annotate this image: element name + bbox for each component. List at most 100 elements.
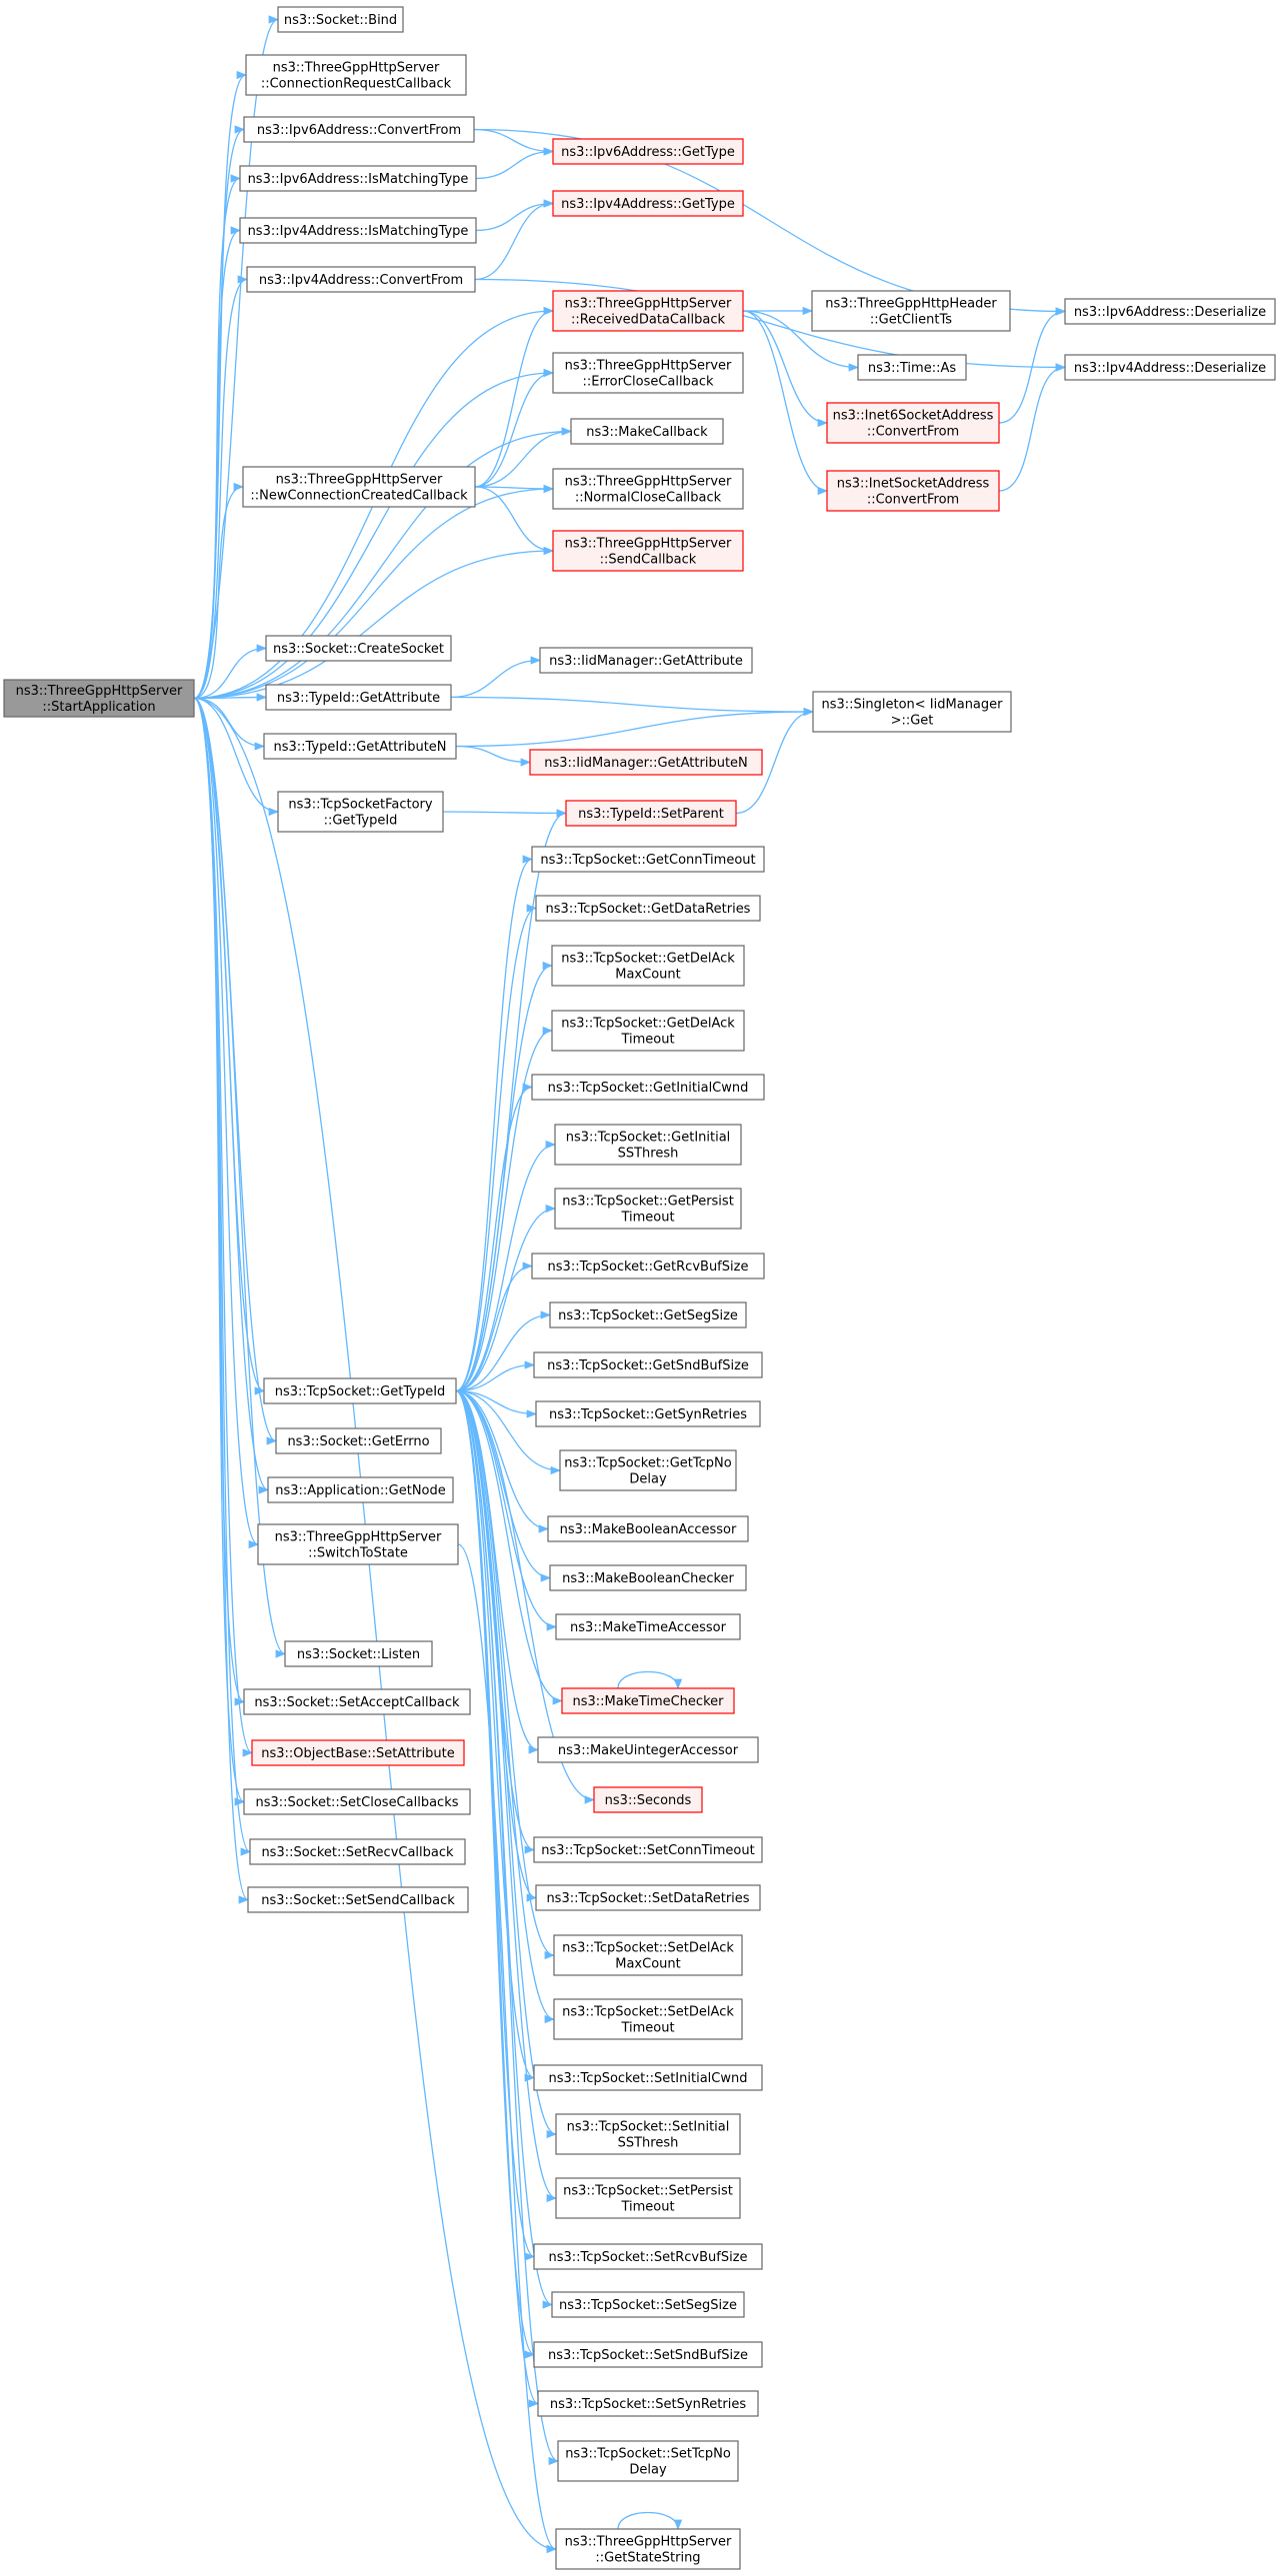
node-get-dataretries[interactable]: ns3::TcpSocket::GetDataRetries bbox=[535, 895, 761, 922]
node-set-rcvbufsize[interactable]: ns3::TcpSocket::SetRcvBufSize bbox=[533, 2243, 763, 2270]
node-label: ns3::Ipv4Address::Deserialize bbox=[1074, 361, 1266, 376]
edge-newconn-to-normclose bbox=[474, 484, 555, 494]
node-box bbox=[239, 165, 477, 192]
node-maketimechecker[interactable]: ns3::MakeTimeChecker bbox=[561, 1687, 735, 1714]
node-root[interactable]: ns3::ThreeGppHttpServer::StartApplicatio… bbox=[3, 679, 195, 718]
node-typeid-getattr[interactable]: ns3::TypeId::GetAttribute bbox=[265, 684, 452, 711]
node-label: SSThresh bbox=[618, 2136, 679, 2151]
edge-tcpfactory-gettypeid-to-setparent bbox=[442, 809, 568, 818]
node-recvdata[interactable]: ns3::ThreeGppHttpServer::ReceivedDataCal… bbox=[552, 290, 744, 332]
node-socket-geterrno[interactable]: ns3::Socket::GetErrno bbox=[275, 1427, 442, 1454]
node-ipv6-gettype[interactable]: ns3::Ipv6Address::GetType bbox=[552, 138, 744, 165]
node-set-dataretries[interactable]: ns3::TcpSocket::SetDataRetries bbox=[535, 1884, 761, 1911]
node-ipv6-convertfrom[interactable]: ns3::Ipv6Address::ConvertFrom bbox=[243, 116, 475, 143]
node-set-conntimeout[interactable]: ns3::TcpSocket::SetConnTimeout bbox=[533, 1836, 763, 1863]
node-set-initialcwnd[interactable]: ns3::TcpSocket::SetInitialCwnd bbox=[533, 2064, 763, 2091]
node-setacceptcb[interactable]: ns3::Socket::SetAcceptCallback bbox=[243, 1688, 471, 1715]
node-setclosecbs[interactable]: ns3::Socket::SetCloseCallbacks bbox=[243, 1788, 471, 1815]
node-tcpfactory-gettypeid[interactable]: ns3::TcpSocketFactory::GetTypeId bbox=[277, 791, 444, 833]
node-get-conntimeout[interactable]: ns3::TcpSocket::GetConnTimeout bbox=[531, 846, 765, 873]
node-makeuintaccessor[interactable]: ns3::MakeUintegerAccessor bbox=[537, 1736, 759, 1763]
edge-root-to-createsocket bbox=[193, 644, 268, 700]
node-errclose[interactable]: ns3::ThreeGppHttpServer::ErrorCloseCallb… bbox=[552, 352, 744, 394]
node-label: ns3::MakeUintegerAccessor bbox=[558, 1743, 739, 1758]
node-label: ns3::Socket::GetErrno bbox=[287, 1434, 429, 1449]
edge-tcp-gettypeid-to-maketimechecker bbox=[455, 1389, 564, 1705]
node-seconds[interactable]: ns3::Seconds bbox=[593, 1786, 703, 1813]
node-box bbox=[557, 2440, 739, 2482]
node-label: ns3::TcpSocket::SetDelAck bbox=[562, 2005, 734, 2020]
node-makeboolaccessor[interactable]: ns3::MakeBooleanAccessor bbox=[547, 1515, 749, 1542]
edge-tcp-gettypeid-to-set-delacktimeout bbox=[455, 1389, 556, 2024]
node-getstatestring[interactable]: ns3::ThreeGppHttpServer::GetStateString bbox=[555, 2528, 741, 2570]
node-iid-getattrn[interactable]: ns3::IidManager::GetAttributeN bbox=[529, 749, 763, 776]
node-label: ns3::TcpSocket::GetSndBufSize bbox=[547, 1358, 749, 1373]
node-box bbox=[551, 2291, 745, 2318]
node-box bbox=[549, 1564, 747, 1591]
node-box bbox=[552, 138, 744, 165]
node-label: MaxCount bbox=[615, 968, 680, 983]
node-time-as[interactable]: ns3::Time::As bbox=[857, 354, 967, 381]
node-objbase-setattr[interactable]: ns3::ObjectBase::SetAttribute bbox=[251, 1739, 465, 1766]
node-ipv4-ismatching[interactable]: ns3::Ipv4Address::IsMatchingType bbox=[239, 217, 477, 244]
edge-recvdata-to-inet-convertfrom bbox=[742, 310, 829, 496]
node-get-initialcwnd[interactable]: ns3::TcpSocket::GetInitialCwnd bbox=[531, 1074, 765, 1101]
node-normclose[interactable]: ns3::ThreeGppHttpServer::NormalCloseCall… bbox=[552, 468, 744, 510]
node-sendcb[interactable]: ns3::ThreeGppHttpServer::SendCallback bbox=[552, 530, 744, 572]
node-ipv4-gettype[interactable]: ns3::Ipv4Address::GetType bbox=[552, 190, 744, 217]
node-switchtostate[interactable]: ns3::ThreeGppHttpServer::SwitchToState bbox=[257, 1523, 459, 1565]
node-ipv6-deserialize[interactable]: ns3::Ipv6Address::Deserialize bbox=[1064, 298, 1276, 325]
node-inet-convertfrom[interactable]: ns3::InetSocketAddress::ConvertFrom bbox=[826, 470, 1000, 512]
node-set-synretries[interactable]: ns3::TcpSocket::SetSynRetries bbox=[537, 2390, 759, 2417]
node-getclientts[interactable]: ns3::ThreeGppHttpHeader::GetClientTs bbox=[811, 290, 1011, 332]
node-label: ns3::TcpSocket::GetPersist bbox=[562, 1195, 734, 1210]
node-makeboolchecker[interactable]: ns3::MakeBooleanChecker bbox=[549, 1564, 747, 1591]
node-singleton-get[interactable]: ns3::Singleton< IidManager >::Get bbox=[812, 691, 1012, 733]
node-ipv4-convertfrom[interactable]: ns3::Ipv4Address::ConvertFrom bbox=[246, 266, 476, 293]
node-label: ns3::ThreeGppHttpServer bbox=[276, 473, 443, 488]
node-socket-bind[interactable]: ns3::Socket::Bind bbox=[277, 6, 404, 33]
node-setparent[interactable]: ns3::TypeId::SetParent bbox=[565, 800, 737, 827]
node-label: ::ConnectionRequestCallback bbox=[261, 77, 452, 92]
node-inet6-convertfrom[interactable]: ns3::Inet6SocketAddress::ConvertFrom bbox=[826, 402, 1000, 444]
node-get-segsize[interactable]: ns3::TcpSocket::GetSegSize bbox=[549, 1301, 747, 1328]
node-createsocket[interactable]: ns3::Socket::CreateSocket bbox=[265, 635, 452, 662]
edge-root-to-socket-listen bbox=[193, 697, 287, 1658]
node-iid-getattr[interactable]: ns3::IidManager::GetAttribute bbox=[539, 647, 753, 674]
node-ipv6-ismatching[interactable]: ns3::Ipv6Address::IsMatchingType bbox=[239, 165, 477, 192]
node-label: ns3::TcpSocket::SetPersist bbox=[563, 2184, 733, 2199]
node-set-sndbufsize[interactable]: ns3::TcpSocket::SetSndBufSize bbox=[533, 2341, 763, 2368]
node-label: ns3::Socket::SetRecvCallback bbox=[261, 1845, 454, 1860]
node-maketimeaccessor[interactable]: ns3::MakeTimeAccessor bbox=[555, 1613, 741, 1640]
node-setsendcb[interactable]: ns3::Socket::SetSendCallback bbox=[247, 1886, 469, 1913]
node-tcp-gettypeid[interactable]: ns3::TcpSocket::GetTypeId bbox=[263, 1377, 457, 1404]
node-box bbox=[555, 2528, 741, 2570]
node-app-getnode[interactable]: ns3::Application::GetNode bbox=[267, 1476, 454, 1503]
node-typeid-getattrn[interactable]: ns3::TypeId::GetAttributeN bbox=[263, 733, 457, 760]
node-newconn[interactable]: ns3::ThreeGppHttpServer::NewConnectionCr… bbox=[242, 466, 476, 508]
node-box bbox=[531, 1074, 765, 1101]
node-get-sndbufsize[interactable]: ns3::TcpSocket::GetSndBufSize bbox=[533, 1351, 763, 1378]
node-set-segsize[interactable]: ns3::TcpSocket::SetSegSize bbox=[551, 2291, 745, 2318]
node-layer: ns3::ThreeGppHttpServer::StartApplicatio… bbox=[3, 6, 1276, 2570]
node-socket-listen[interactable]: ns3::Socket::Listen bbox=[284, 1640, 433, 1667]
node-setrecvcb[interactable]: ns3::Socket::SetRecvCallback bbox=[249, 1838, 466, 1865]
node-makecallback[interactable]: ns3::MakeCallback bbox=[570, 418, 724, 445]
node-get-rcvbufsize[interactable]: ns3::TcpSocket::GetRcvBufSize bbox=[531, 1253, 765, 1280]
node-label: ns3::MakeCallback bbox=[586, 425, 708, 440]
edge-tcp-gettypeid-to-seconds bbox=[455, 1389, 596, 1804]
node-connreq[interactable]: ns3::ThreeGppHttpServer::ConnectionReque… bbox=[245, 54, 467, 96]
node-box bbox=[551, 1010, 745, 1052]
node-get-synretries[interactable]: ns3::TcpSocket::GetSynRetries bbox=[535, 1400, 761, 1427]
node-ipv4-deserialize[interactable]: ns3::Ipv4Address::Deserialize bbox=[1064, 354, 1276, 381]
